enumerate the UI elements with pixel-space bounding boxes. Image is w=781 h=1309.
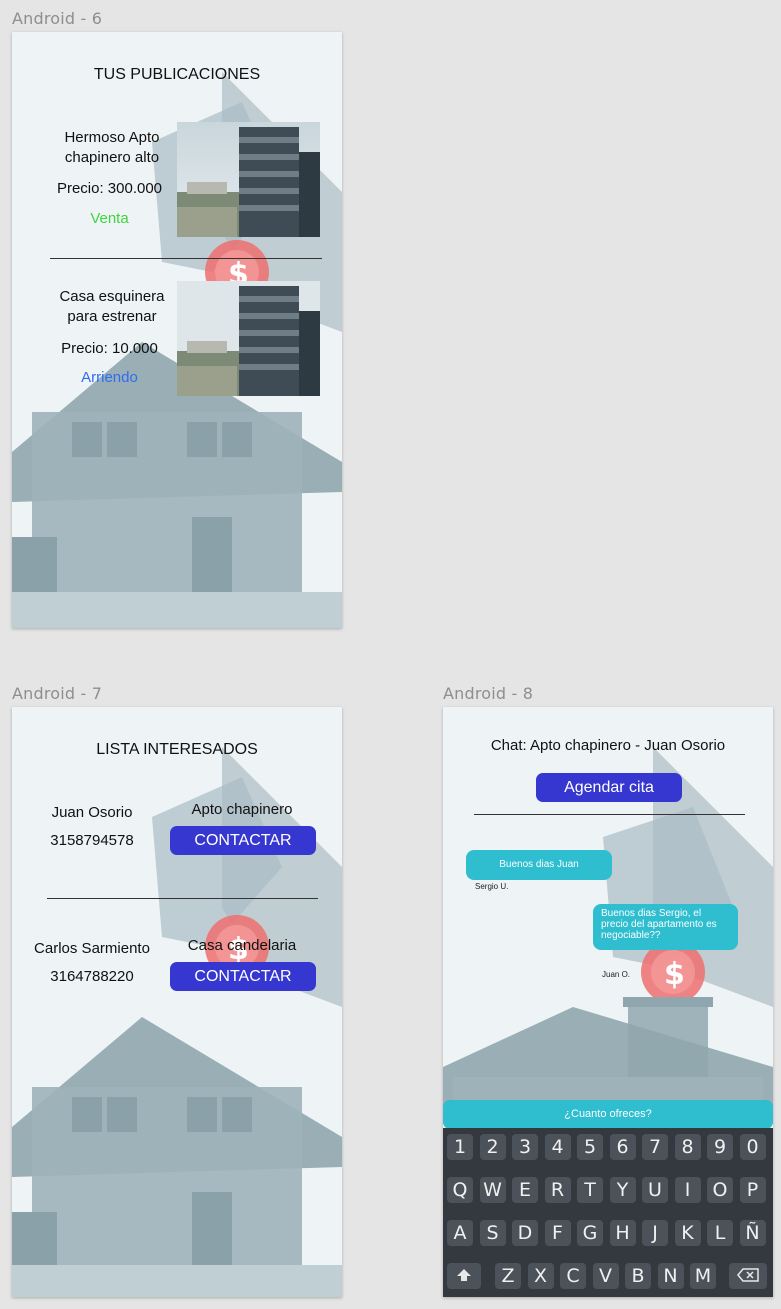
contact-button[interactable]: CONTACTAR	[170, 962, 316, 991]
key-4[interactable]: 4	[544, 1134, 571, 1160]
interested-property: Casa candelaria	[187, 937, 297, 954]
key-c[interactable]: C	[560, 1263, 586, 1289]
shift-key-icon[interactable]	[447, 1263, 481, 1289]
frame-label-android-7: Android - 7	[12, 684, 103, 703]
key-b[interactable]: B	[625, 1263, 651, 1289]
key-s[interactable]: S	[479, 1220, 506, 1246]
screen-lista-interesados: $ LISTA INTERESADOS Juan Osorio 31587945…	[12, 707, 342, 1297]
key-9[interactable]: 9	[707, 1134, 733, 1160]
message-sender: Sergio U.	[475, 882, 509, 891]
screen-tus-publicaciones: $ TUS PUBLICACIONES Hermoso Apto chapine…	[12, 32, 342, 628]
key-7[interactable]: 7	[642, 1134, 668, 1160]
interested-name: Carlos Sarmiento	[34, 940, 150, 957]
screen-chat: $ Chat: Apto chapinero - Juan Osorio Age…	[443, 707, 773, 1297]
key-d[interactable]: D	[512, 1220, 538, 1246]
page-title: LISTA INTERESADOS	[96, 741, 258, 758]
key-w[interactable]: W	[479, 1177, 506, 1203]
contact-button[interactable]: CONTACTAR	[170, 826, 316, 855]
key-p[interactable]: P	[739, 1177, 766, 1203]
listing-photo[interactable]	[177, 281, 320, 396]
key-f[interactable]: F	[544, 1220, 571, 1246]
key-q[interactable]: Q	[447, 1177, 473, 1203]
key-z[interactable]: Z	[495, 1263, 521, 1289]
listing-type-venta: Venta	[90, 210, 129, 227]
chat-bubble-outgoing: Buenos dias Sergio, el precio del aparta…	[593, 904, 738, 950]
divider	[47, 898, 318, 899]
listing-name: Casa esquinera para estrenar	[59, 288, 165, 325]
background-house-illustration: $	[12, 747, 342, 1297]
divider	[474, 814, 745, 815]
key-t[interactable]: T	[577, 1177, 603, 1203]
listing-type-arriendo: Arriendo	[81, 369, 138, 386]
key-h[interactable]: H	[609, 1220, 636, 1246]
interested-phone: 3158794578	[50, 832, 134, 849]
key-r[interactable]: R	[544, 1177, 571, 1203]
backspace-key-icon[interactable]	[729, 1263, 767, 1289]
key-6[interactable]: 6	[609, 1134, 636, 1160]
frame-label-android-6: Android - 6	[12, 9, 103, 28]
schedule-appointment-button[interactable]: Agendar cita	[536, 773, 682, 802]
key-1[interactable]: 1	[447, 1134, 473, 1160]
key-i[interactable]: I	[674, 1177, 701, 1203]
building-photo-icon	[177, 281, 320, 396]
key-o[interactable]: O	[707, 1177, 733, 1203]
listing-name: Hermoso Apto chapinero alto	[64, 129, 160, 166]
key-k[interactable]: K	[674, 1220, 701, 1246]
key-ñ[interactable]: Ñ	[739, 1220, 766, 1246]
building-photo-icon	[177, 122, 320, 237]
key-e[interactable]: E	[512, 1177, 538, 1203]
key-n[interactable]: N	[657, 1263, 684, 1289]
key-j[interactable]: J	[642, 1220, 668, 1246]
key-y[interactable]: Y	[609, 1177, 636, 1203]
interested-name: Juan Osorio	[51, 804, 133, 821]
offer-input[interactable]: ¿Cuanto ofreces?	[443, 1100, 773, 1129]
key-5[interactable]: 5	[577, 1134, 603, 1160]
chat-title: Chat: Apto chapinero - Juan Osorio	[490, 737, 726, 754]
key-v[interactable]: V	[592, 1263, 619, 1289]
key-a[interactable]: A	[447, 1220, 473, 1246]
message-sender: Juan O.	[602, 970, 631, 979]
key-m[interactable]: M	[690, 1263, 716, 1289]
svg-text:$: $	[228, 932, 249, 967]
listing-photo[interactable]	[177, 122, 320, 237]
background-house-illustration: $	[12, 72, 342, 628]
key-u[interactable]: U	[642, 1177, 668, 1203]
svg-text:$: $	[664, 957, 685, 992]
page-title: TUS PUBLICACIONES	[93, 66, 261, 83]
key-g[interactable]: G	[577, 1220, 603, 1246]
listing-price: Precio: 10.000	[61, 340, 158, 357]
key-x[interactable]: X	[527, 1263, 554, 1289]
frame-label-android-8: Android - 8	[443, 684, 534, 703]
key-2[interactable]: 2	[479, 1134, 506, 1160]
key-8[interactable]: 8	[674, 1134, 701, 1160]
interested-phone: 3164788220	[50, 968, 134, 985]
key-0[interactable]: 0	[739, 1134, 766, 1160]
key-l[interactable]: L	[707, 1220, 733, 1246]
divider	[50, 258, 322, 259]
key-3[interactable]: 3	[512, 1134, 538, 1160]
listing-price: Precio: 300.000	[56, 180, 163, 197]
chat-bubble-incoming: Buenos dias Juan	[466, 850, 612, 880]
interested-property: Apto chapinero	[191, 801, 293, 818]
